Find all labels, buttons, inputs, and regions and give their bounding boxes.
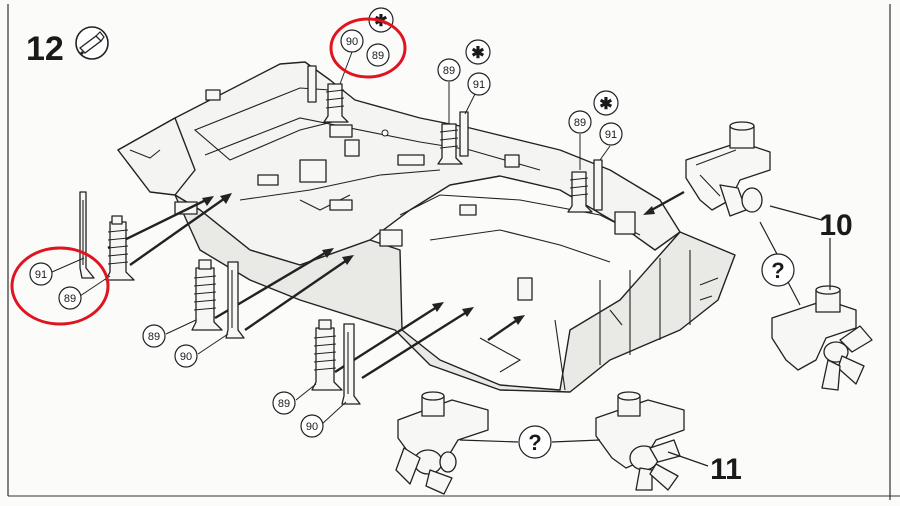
propeller-unit-lower-right [771,285,873,391]
strut-part-lower [225,261,245,339]
svg-text:89: 89 [64,293,76,305]
assembly-label-10: 10 [819,209,852,242]
callout-front-90: 90 [300,414,324,438]
callout-mid-89: 89 [437,58,461,82]
highlight-ring-top [329,17,407,79]
svg-text:91: 91 [473,79,485,91]
svg-text:89: 89 [278,398,290,410]
callout-lower-89: 89 [142,324,166,348]
glue-asterisk-mid: ✱ [465,39,491,65]
hull-assembly [117,61,736,393]
callout-top-89: 89 [366,43,390,67]
svg-text:90: 90 [180,351,192,363]
propeller-unit-upper-right [685,121,771,217]
svg-text:89: 89 [148,331,160,343]
svg-text:✱: ✱ [599,96,612,113]
callout-left-91: 91 [29,262,53,286]
svg-text:89: 89 [372,50,384,62]
callout-lower-90: 90 [174,344,198,368]
svg-text:91: 91 [605,129,617,141]
svg-text:90: 90 [306,421,318,433]
callout-left-89: 89 [58,286,82,310]
glue-tube-icon [75,26,109,60]
svg-text:89: 89 [574,117,586,129]
callout-right-89: 89 [568,110,592,134]
spring-part-top [307,65,349,123]
propeller-unit-bottom-left [395,391,489,495]
svg-text:?: ? [771,258,784,283]
spring-part-right [567,159,603,213]
propeller-unit-bottom-right [595,391,685,491]
strut-part-front [341,323,361,405]
callout-mid-91: 91 [467,72,491,96]
hull-side [174,194,736,393]
spring-part-lower [191,259,223,331]
question-mark-upper: ? [761,253,795,287]
svg-text:90: 90 [346,36,358,48]
glue-asterisk-right: ✱ [593,90,619,116]
assembly-label-11: 11 [710,453,742,486]
svg-text:89: 89 [443,65,455,77]
hull-bow [117,117,196,196]
svg-text:91: 91 [35,269,47,281]
spring-part-mid [437,111,469,165]
spring-part-front [311,319,343,391]
callout-top-90: 90 [340,29,364,53]
callout-front-89: 89 [272,391,296,415]
step-number: 12 [26,30,64,68]
spring-part-left [105,215,135,281]
callout-right-91: 91 [599,122,623,146]
strut-part-left [79,191,95,279]
leader-lines [51,51,611,425]
svg-text:?: ? [528,430,541,455]
question-mark-lower: ? [518,425,552,459]
svg-text:✱: ✱ [471,45,484,62]
highlight-ring-left [10,246,110,326]
